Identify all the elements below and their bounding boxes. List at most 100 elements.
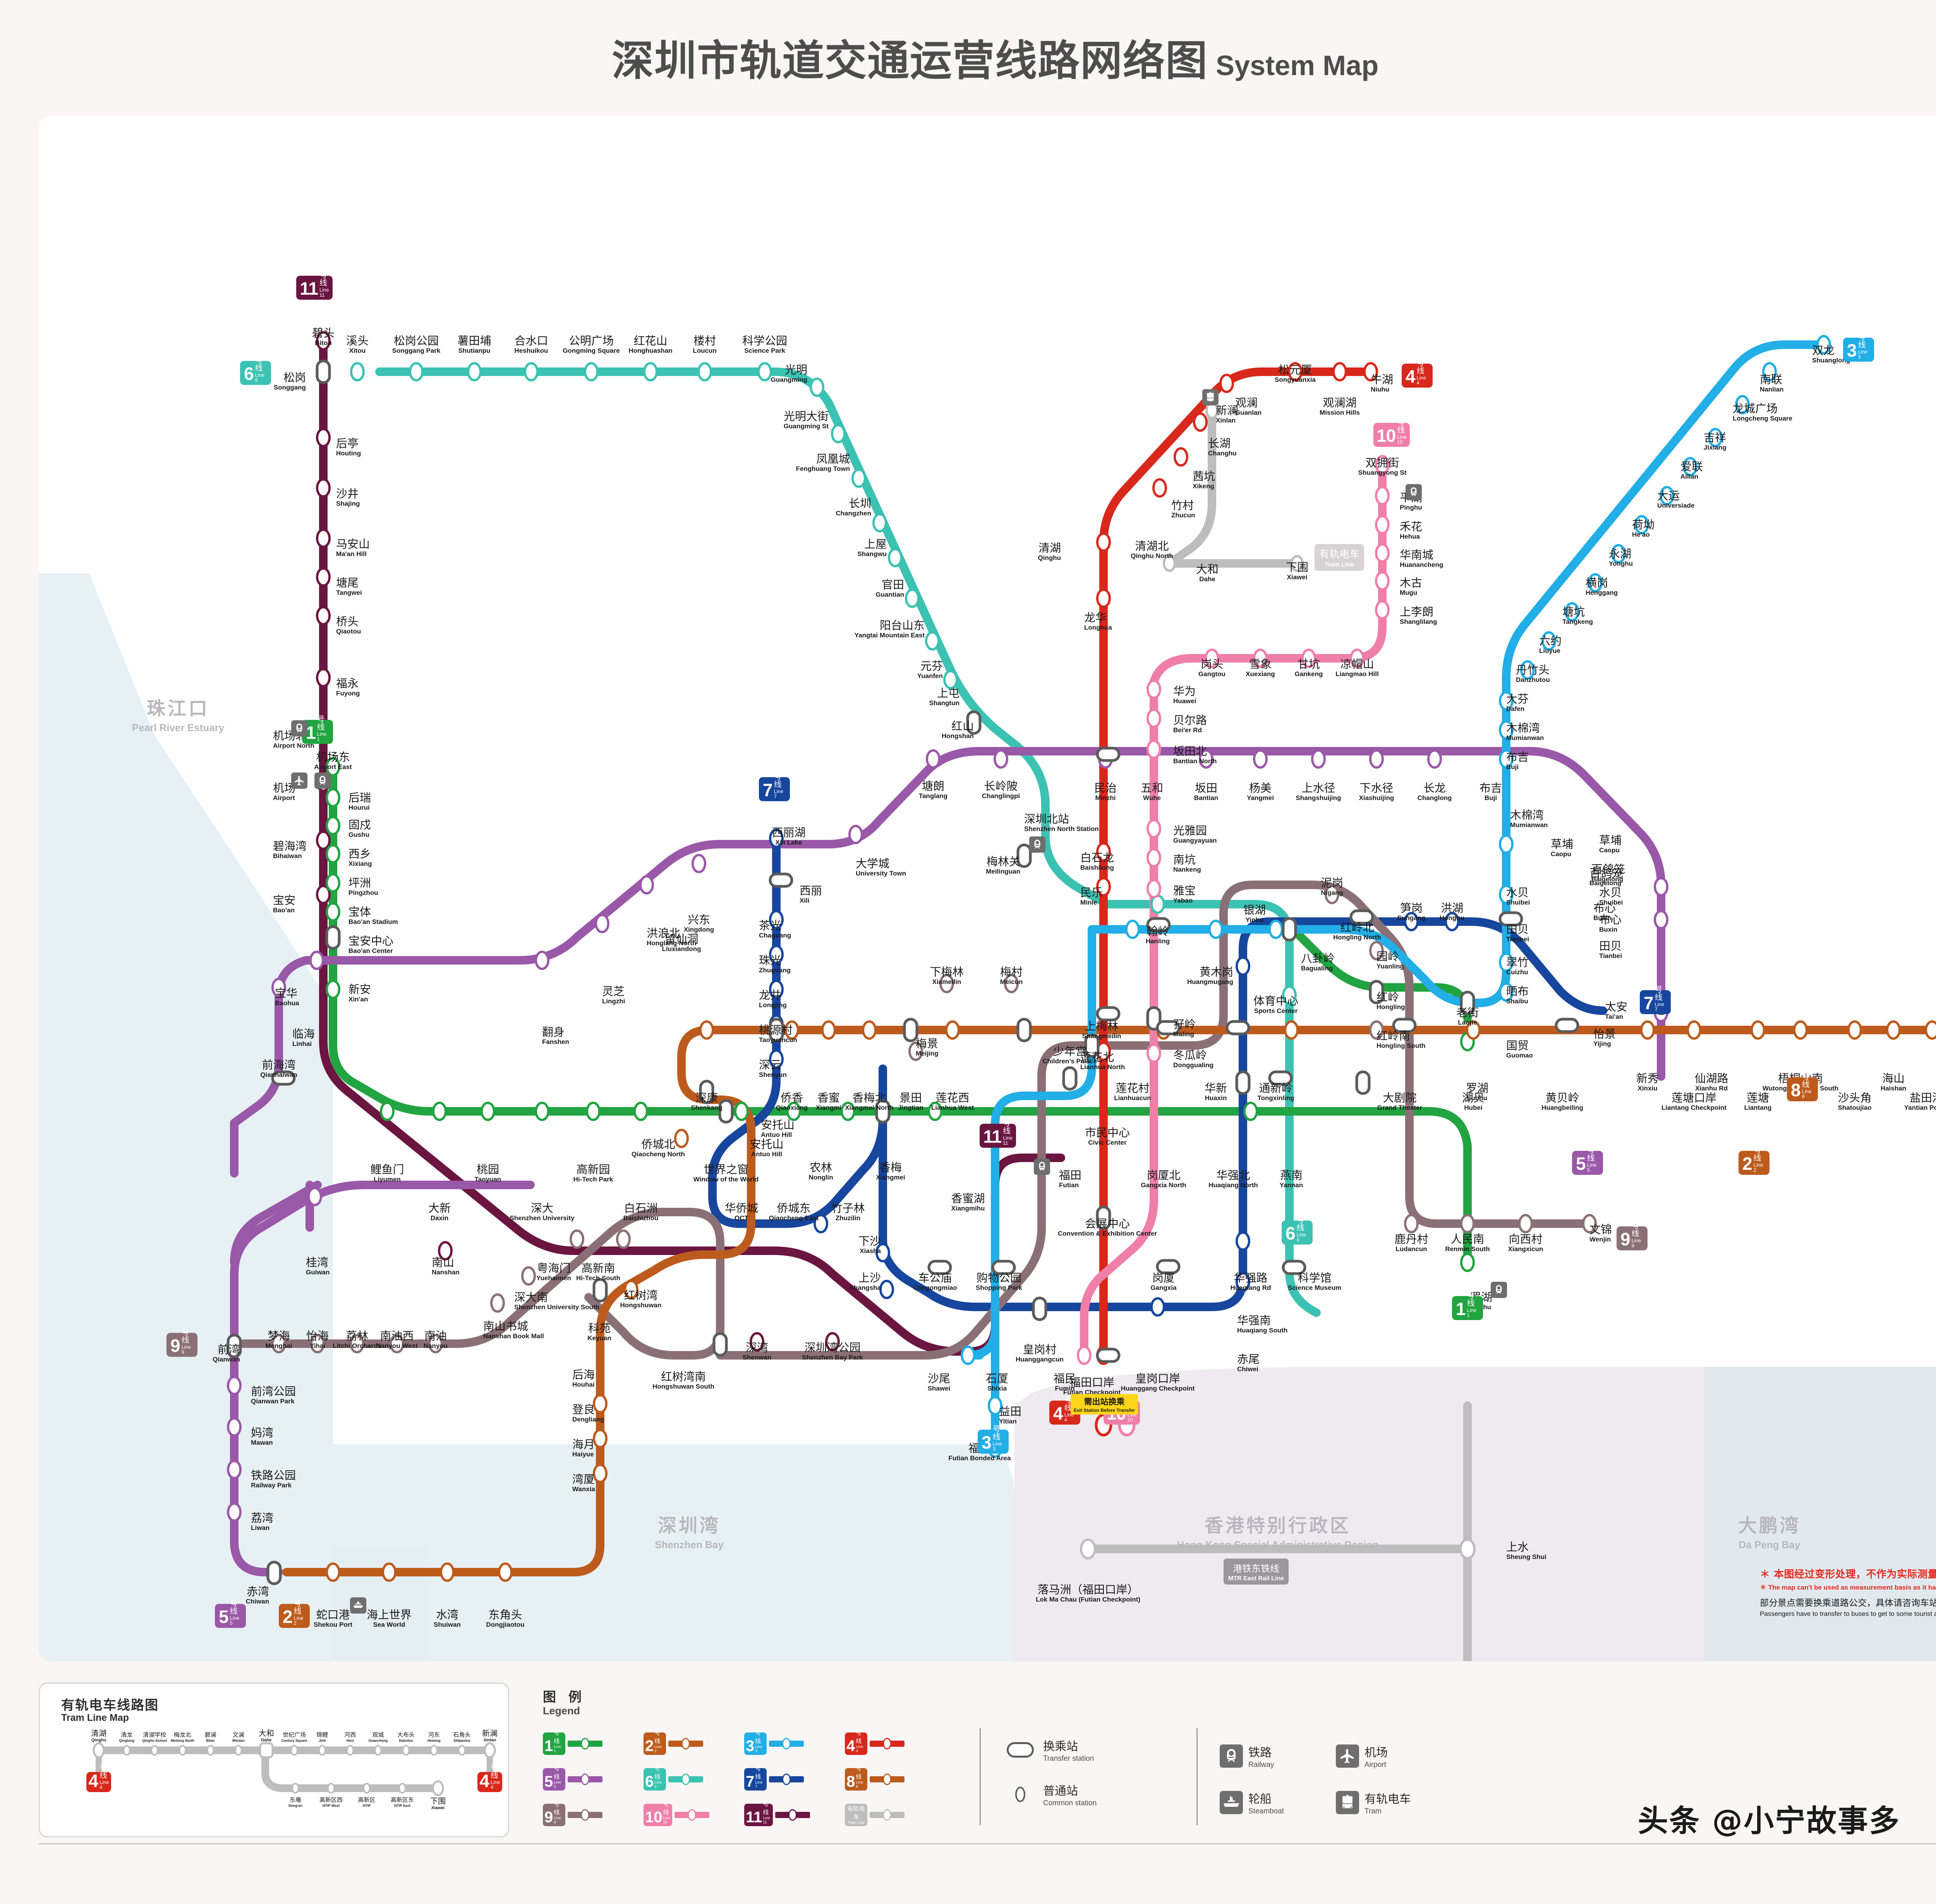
- tram-branch-station-marker[interactable]: [363, 1783, 371, 1794]
- tram-branch-station-marker[interactable]: [327, 1783, 335, 1794]
- tram-station-marker[interactable]: [206, 1745, 215, 1756]
- tram-station-marker[interactable]: [290, 1745, 298, 1756]
- tram-branch-station-marker[interactable]: [432, 1780, 444, 1796]
- tram-station-marker[interactable]: [374, 1745, 382, 1756]
- tram-station-marker[interactable]: [234, 1745, 242, 1756]
